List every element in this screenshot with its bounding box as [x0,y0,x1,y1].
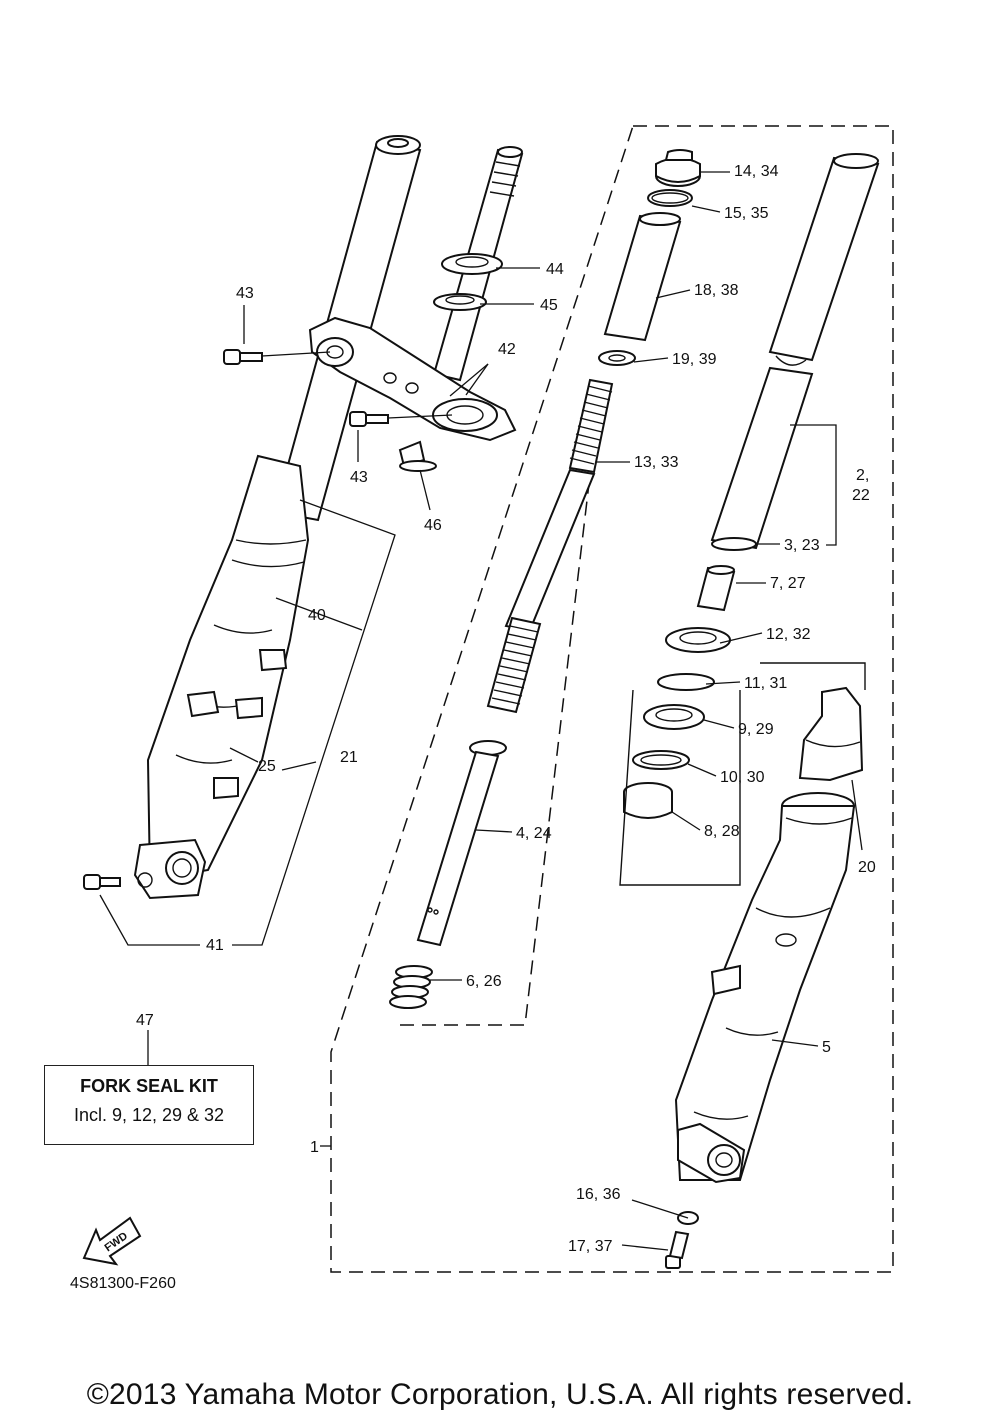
callout-16-36: 16, 36 [576,1186,621,1203]
kit-title: FORK SEAL KIT [80,1076,218,1096]
callout-20: 20 [858,859,876,876]
callout-13-33: 13, 33 [634,454,679,471]
fwd-arrow-icon: FWD [82,1216,142,1266]
callout-12-32: 12, 32 [766,626,811,643]
callout-45: 45 [540,297,558,314]
callout-46: 46 [424,517,442,534]
bolt-41 [83,874,121,890]
fork-spring-lower [486,616,542,714]
callout-18-38: 18, 38 [694,282,739,299]
callout-22: 22 [852,487,870,504]
callout-14-34: 14, 34 [734,163,779,180]
bolt-43-lower [349,411,389,427]
right-inner-tube [710,153,880,551]
retaining-clip [657,673,715,691]
diagram-code: 4S81300-F260 [70,1275,176,1292]
leader-lines [99,171,863,1251]
caliper-mount-bottom [213,777,239,800]
callout-42: 42 [498,341,516,358]
callout-4-24: 4, 24 [516,825,552,842]
callout-8-28: 8, 28 [704,823,740,840]
callout-19-39: 19, 39 [672,351,717,368]
callout-2: 2, [856,467,869,484]
fork-protector [798,686,864,782]
callout-44: 44 [546,261,564,278]
left-fork-assembly [133,135,422,900]
callout-40: 40 [308,607,326,624]
oil-seal [643,704,705,730]
kit-subtitle: Incl. 9, 12, 29 & 32 [73,1105,225,1125]
damper-rod [416,740,507,947]
callout-15-35: 15, 35 [724,205,769,222]
rebound-spring [389,965,433,1009]
caliper-mount-lower [234,696,263,720]
seal-washer [632,750,690,770]
spacer-collar [603,214,682,342]
callout-21: 21 [340,749,358,766]
callout-47: 47 [136,1012,154,1029]
callout-5: 5 [822,1039,831,1056]
damper-bolt [665,1230,690,1269]
dust-seal [665,627,731,653]
callout-17-37: 17, 37 [568,1238,613,1255]
copyright-notice: ©2013 Yamaha Motor Corporation, U.S.A. A… [86,1378,914,1411]
callout-1: 1 [310,1139,319,1156]
callout-43-top: 43 [236,285,254,302]
steering-stem-assembly [308,146,524,442]
left-outer-tube [146,454,310,882]
inner-group-boundary [400,474,591,1026]
seal-group-boundary [619,689,741,886]
callout-6-26: 6, 26 [466,973,502,990]
callout-11-31: 11, 31 [744,675,787,692]
cap-46 [398,440,437,472]
fork-spring-upper [568,378,614,474]
bolt-43-upper [223,349,263,365]
fork-seal-kit-box: FORK SEAL KIT Incl. 9, 12, 29 & 32 [44,1065,254,1145]
cap-bolt [655,149,701,187]
spring-seat [598,350,636,366]
right-outer-tube [674,792,856,1184]
bearing-race-44 [441,253,503,275]
callout-3-23: 3, 23 [784,537,820,554]
callout-43-mid: 43 [350,469,368,486]
caliper-mount-upper [258,649,288,672]
callout-25: 25 [258,758,276,775]
callout-10-30: 10, 30 [720,769,765,786]
callout-9-29: 9, 29 [738,721,774,738]
slide-metal-outer [623,782,673,819]
callout-7-27: 7, 27 [770,575,806,592]
callout-41: 41 [206,937,224,954]
